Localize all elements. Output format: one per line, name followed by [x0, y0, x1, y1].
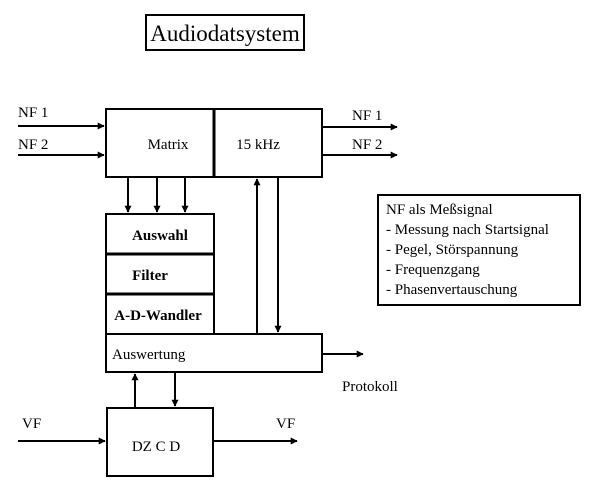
info-item-4: - Phasenvertauschung — [386, 282, 518, 298]
input-vf-label: VF — [22, 416, 41, 432]
filter-block: Filter — [105, 252, 215, 295]
title: Audiodatsystem — [150, 21, 300, 46]
auswahl-label: Auswahl — [132, 228, 188, 244]
dzcd-block: DZ C D — [106, 407, 214, 477]
filter-label: Filter — [132, 268, 168, 284]
ad-wandler-label: A-D-Wandler — [114, 308, 202, 324]
info-box: NF als Meßsignal - Messung nach Startsig… — [377, 194, 581, 306]
info-heading: NF als Meßsignal — [386, 202, 493, 218]
auswertung-label: Auswertung — [112, 347, 186, 363]
matrix-block: Matrix — [105, 108, 215, 178]
output-vf-label: VF — [276, 416, 295, 432]
info-item-3: - Frequenzgang — [386, 262, 480, 278]
input-nf2-label: NF 2 — [18, 137, 48, 153]
auswertung-block: Auswertung — [105, 333, 323, 373]
protokoll-label: Protokoll — [342, 379, 398, 395]
output-nf2-label: NF 2 — [352, 137, 382, 153]
auswahl-block: Auswahl — [105, 213, 215, 255]
khz-block: 15 kHz — [212, 108, 323, 178]
info-item-2: - Pegel, Störspannung — [386, 242, 519, 258]
output-nf1-label: NF 1 — [352, 108, 382, 124]
ad-wandler-block: A-D-Wandler — [105, 292, 215, 335]
matrix-label: Matrix — [148, 137, 189, 153]
dzcd-label: DZ C D — [132, 439, 181, 455]
title-box: Audiodatsystem — [145, 14, 305, 51]
info-item-1: - Messung nach Startsignal — [386, 222, 549, 238]
input-nf1-label: NF 1 — [18, 105, 48, 121]
khz-label: 15 kHz — [236, 137, 280, 153]
